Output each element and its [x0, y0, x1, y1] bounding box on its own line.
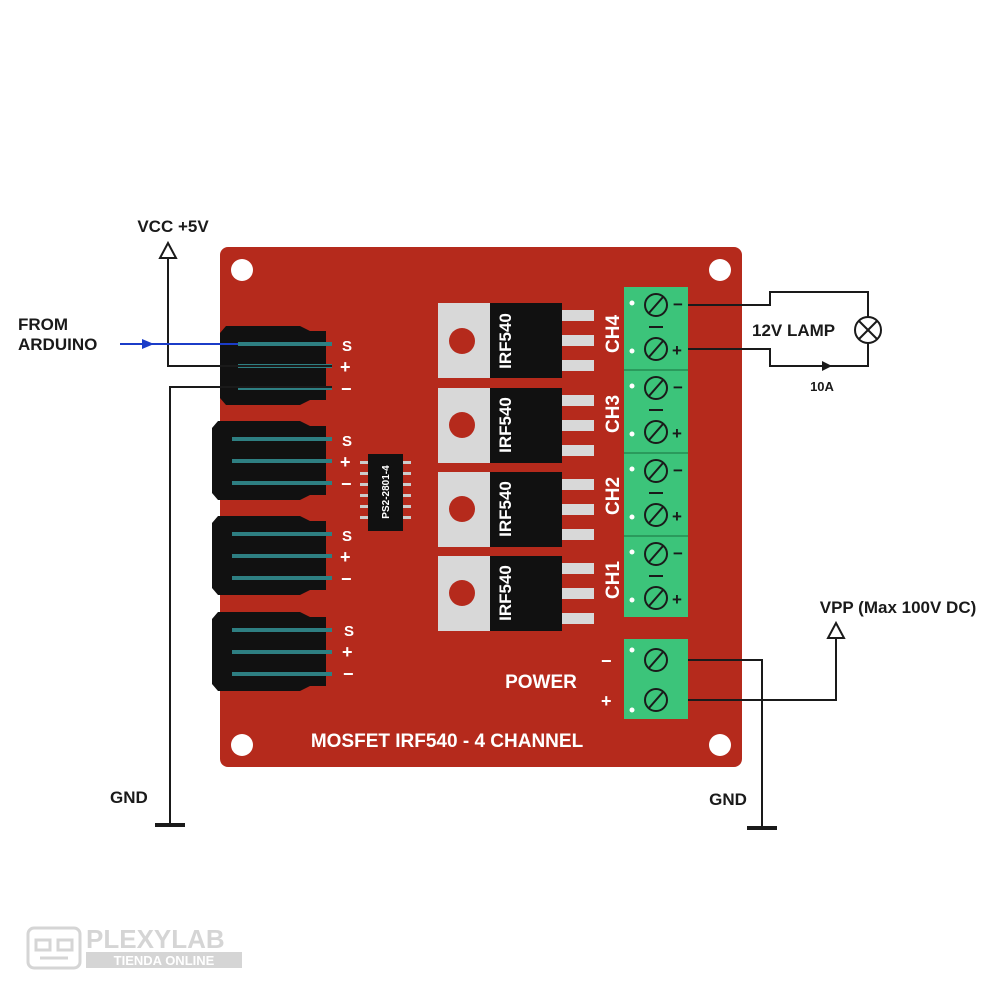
- terminal-minus-ch3: −: [673, 378, 683, 397]
- board-title: MOSFET IRF540 - 4 CHANNEL: [311, 731, 584, 752]
- mosfet-ch1: IRF540: [438, 556, 594, 631]
- power-label: POWER: [505, 672, 577, 693]
- robot-logo-icon: [26, 926, 82, 970]
- mosfet-part-ch4: IRF540: [496, 313, 515, 369]
- terminal-screw-ch3-plus: [644, 420, 668, 444]
- channel-label-ch2: CH2: [603, 477, 624, 515]
- terminal-screw-ch2-minus: [644, 459, 668, 483]
- pin-label-plus-1: +: [340, 357, 351, 377]
- gnd-wire-left: [155, 386, 332, 827]
- pin-label-minus-3: −: [341, 569, 352, 589]
- power-terminal-block: [624, 639, 688, 719]
- terminal-plus-ch4: +: [672, 341, 682, 360]
- terminal-screw-ch4-plus: [644, 337, 668, 361]
- terminal-screw-ch1-minus: [644, 542, 668, 566]
- pin-label-plus-3: +: [340, 547, 351, 567]
- watermark-brand: PLEXYLAB: [86, 924, 225, 954]
- vpp-label: VPP (Max 100V DC): [820, 598, 977, 617]
- mosfet-ch3: IRF540: [438, 388, 594, 463]
- lamp-icon: [854, 316, 882, 344]
- power-plus-label: +: [601, 691, 612, 711]
- mosfet-ch2: IRF540: [438, 472, 594, 547]
- optocoupler-chip: PS2-2801-4: [360, 454, 411, 531]
- output-terminal-block: [624, 287, 688, 617]
- watermark: PLEXYLAB TIENDA ONLINE: [26, 924, 242, 970]
- pin-label-minus-1: −: [341, 379, 352, 399]
- terminal-screw-ch1-plus: [644, 586, 668, 610]
- input-connector-3: [212, 516, 332, 595]
- mount-hole-bottom-left: [231, 734, 253, 756]
- watermark-tagline: TIENDA ONLINE: [114, 953, 215, 968]
- pin-label-s-2: S: [342, 433, 352, 450]
- input-connector-2: [212, 421, 332, 500]
- vpp-wire: [688, 620, 846, 701]
- current-label: 10A: [810, 379, 834, 394]
- vcc-label: VCC +5V: [137, 217, 209, 236]
- terminal-screw-ch4-minus: [644, 293, 668, 317]
- from-arduino-label-line1: FROM: [18, 315, 68, 334]
- terminal-minus-ch4: −: [673, 295, 683, 314]
- mosfet-part-ch3: IRF540: [496, 397, 515, 453]
- channel-label-ch3: CH3: [603, 395, 624, 433]
- pin-label-minus-4: −: [343, 664, 354, 684]
- current-arrow: [822, 361, 832, 371]
- pin-label-s-4: S: [344, 623, 354, 640]
- terminal-screw-ch3-minus: [644, 376, 668, 400]
- gnd-label-right: GND: [709, 790, 747, 809]
- from-arduino-label-line2: ARDUINO: [18, 335, 97, 354]
- lamp-label: 12V LAMP: [752, 321, 835, 340]
- pin-label-s-1: S: [342, 338, 352, 355]
- mount-hole-top-left: [231, 259, 253, 281]
- vcc-wire: [158, 240, 332, 367]
- power-minus-label: −: [601, 651, 612, 671]
- pin-label-s-3: S: [342, 528, 352, 545]
- gnd-label-left: GND: [110, 788, 148, 807]
- terminal-screw-ch2-plus: [644, 503, 668, 527]
- channel-label-ch4: CH4: [603, 315, 624, 353]
- mosfet-part-ch1: IRF540: [496, 565, 515, 621]
- terminal-plus-ch3: +: [672, 424, 682, 443]
- pin-label-plus-2: +: [340, 452, 351, 472]
- channel-label-ch1: CH1: [603, 561, 624, 599]
- optocoupler-label: PS2-2801-4: [381, 465, 392, 519]
- lamp-wire: [688, 291, 869, 367]
- signal-wire: [120, 339, 238, 349]
- pin-label-plus-4: +: [342, 642, 353, 662]
- terminal-plus-ch2: +: [672, 507, 682, 526]
- input-connector-4: [212, 612, 332, 691]
- mount-hole-bottom-right: [709, 734, 731, 756]
- terminal-minus-ch1: −: [673, 544, 683, 563]
- mosfet-part-ch2: IRF540: [496, 481, 515, 537]
- pin-label-minus-2: −: [341, 474, 352, 494]
- mount-hole-top-right: [709, 259, 731, 281]
- terminal-plus-ch1: +: [672, 590, 682, 609]
- mosfet-ch4: IRF540: [438, 303, 594, 378]
- gnd-wire-right: [688, 659, 777, 830]
- input-connectors: [212, 326, 332, 691]
- terminal-minus-ch2: −: [673, 461, 683, 480]
